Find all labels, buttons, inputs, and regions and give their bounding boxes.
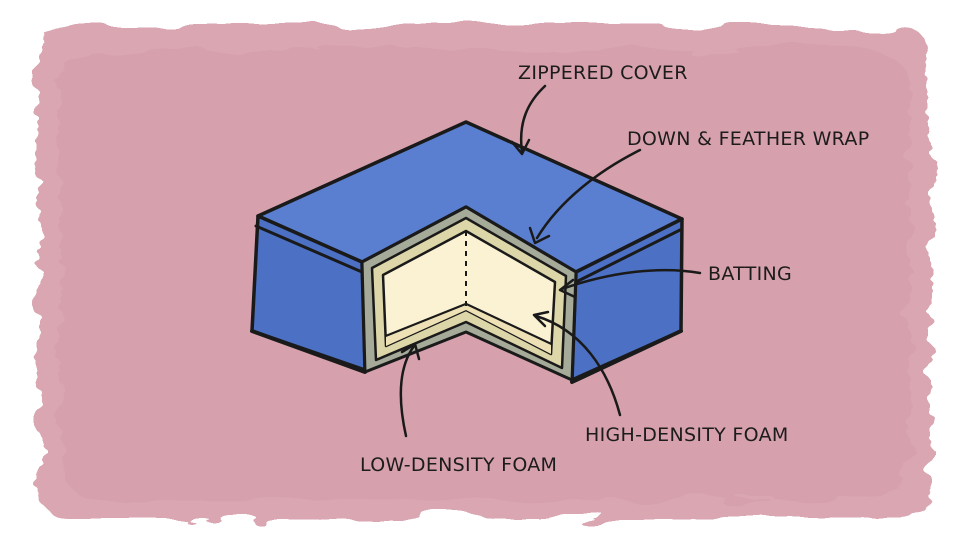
- label-zippered-cover: ZIPPERED COVER: [518, 62, 688, 84]
- cushion-right-piping: [574, 227, 684, 284]
- batting-arrowhead: [558, 278, 577, 299]
- zippered-cover-arrowhead: [510, 138, 531, 156]
- low-density-foam-layer: [386, 305, 551, 354]
- label-high-density-foam: HIGH-DENSITY FOAM: [585, 424, 789, 446]
- cushion-bottom-left-edge: [250, 329, 367, 374]
- high-density-foam-arrowhead: [532, 310, 550, 328]
- callout-arrows: [399, 84, 702, 438]
- batting-arrow: [560, 268, 702, 291]
- high-density-foam-arrow: [534, 314, 622, 417]
- low-density-foam-arrow: [399, 344, 416, 438]
- label-low-density-foam: LOW-DENSITY FOAM: [360, 454, 557, 476]
- down-feather-wrap-arrow: [535, 148, 642, 240]
- down-feather-wrap-arrowhead: [528, 226, 551, 245]
- label-batting: BATTING: [708, 263, 792, 285]
- cushion-illustration: [250, 120, 684, 384]
- cushion-left-piping: [254, 224, 364, 274]
- low-density-foam-arrowhead: [400, 342, 421, 361]
- zippered-cover-arrow: [519, 84, 547, 154]
- cushion-bottom-right-edge: [570, 329, 683, 384]
- label-down-feather-wrap: DOWN & FEATHER WRAP: [627, 128, 869, 150]
